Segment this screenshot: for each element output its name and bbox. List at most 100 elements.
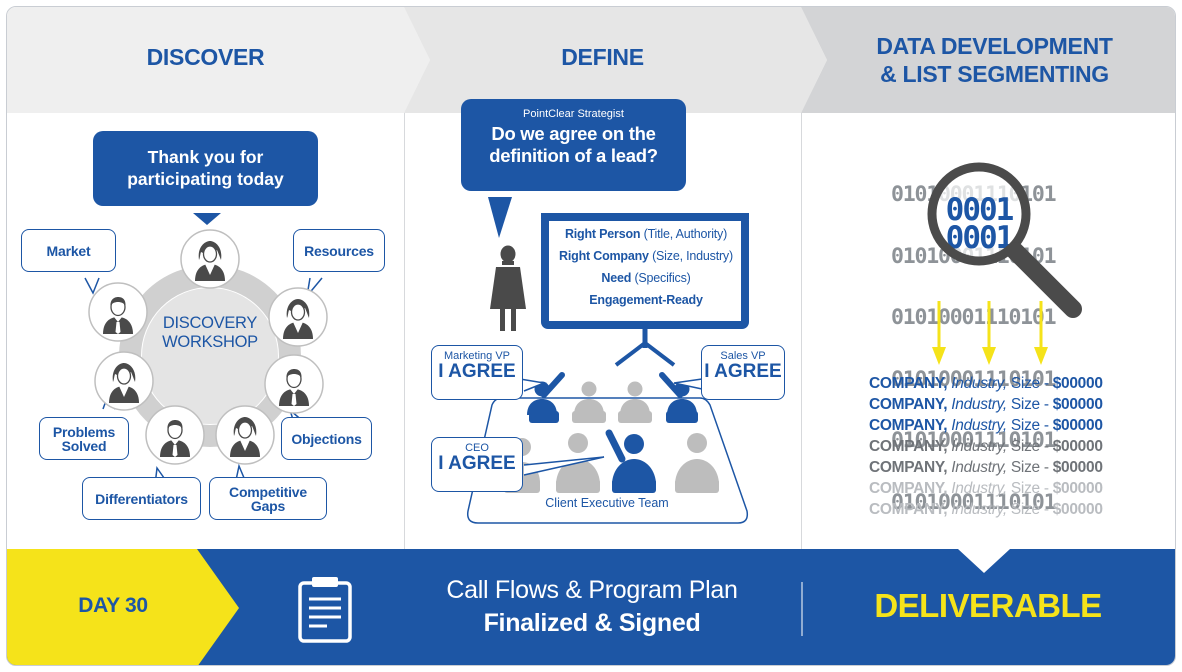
criteria-right-person: Right Person (Title, Authority)	[564, 227, 728, 241]
discovery-workshop-graphic	[84, 213, 328, 486]
segment-industry: Industry,	[947, 417, 1007, 434]
binary-line: 01010001110101	[891, 489, 1057, 515]
binary-line: 01010001110101	[891, 305, 1057, 330]
phase-title-define: DEFINE	[561, 44, 644, 70]
define-header-band	[404, 7, 801, 113]
segment-sep: -	[1039, 417, 1053, 434]
ceo-statement: I AGREE	[438, 453, 516, 474]
definition-meeting-graphic	[466, 197, 749, 524]
question-callout-tail	[488, 197, 512, 238]
segment-value: $00000	[1052, 501, 1103, 518]
arrow-down-icon	[982, 301, 996, 365]
segment-size: Size	[1006, 375, 1040, 392]
segment-industry: Industry,	[947, 459, 1007, 476]
segment-size: Size	[1006, 438, 1040, 455]
segment-sep: -	[1039, 459, 1053, 476]
segment-sep: -	[1039, 438, 1053, 455]
ceo-agree-box: CEO I AGREE	[431, 437, 523, 492]
agree-tail	[523, 456, 605, 476]
company-segment-row: COMPANY, Industry, Size - $00000	[869, 417, 1103, 435]
day-30-label: DAY 30	[78, 594, 148, 617]
segment-value: $00000	[1052, 417, 1103, 434]
strategist-icon	[490, 245, 526, 331]
callout-line1: Thank you for	[147, 147, 264, 167]
segment-value: $00000	[1052, 438, 1103, 455]
segment-value: $00000	[1052, 375, 1103, 392]
svg-text:0001: 0001	[946, 192, 1014, 228]
segment-company: COMPANY,	[869, 501, 948, 518]
ceo-role: CEO	[465, 442, 489, 454]
avatar-female	[180, 229, 240, 289]
avatar-female	[215, 405, 275, 465]
phase-header-bands	[7, 7, 1175, 113]
question-line1: Do we agree on the	[491, 123, 656, 144]
phase-title-discover: DISCOVER	[146, 44, 265, 70]
deliverable-label: DELIVERABLE	[874, 587, 1102, 624]
day-badge-shape	[7, 549, 239, 665]
marketing-vp-statement: I AGREE	[438, 361, 516, 382]
center-line1: DISCOVERY	[162, 314, 258, 332]
column-divider	[801, 113, 802, 549]
segment-size: Size	[1006, 480, 1040, 497]
agree-tail	[519, 378, 547, 392]
segment-company: COMPANY,	[869, 438, 948, 455]
company-segment-row: COMPANY, Industry, Size - $00000	[869, 501, 1103, 519]
strategist-question-callout: PointClear Strategist Do we agree on the…	[461, 99, 686, 191]
front-row-seat	[675, 433, 719, 485]
segment-sep: -	[1039, 480, 1053, 497]
segment-company: COMPANY,	[869, 417, 948, 434]
avatar-male	[145, 405, 205, 465]
footer-line1: Call Flows & Program Plan	[446, 576, 738, 604]
segment-size: Size	[1006, 417, 1040, 434]
segment-company: COMPANY,	[869, 396, 948, 413]
avatar-female	[268, 287, 328, 347]
phase-title-data-line1: DATA DEVELOPMENT	[876, 33, 1113, 59]
company-segment-row: COMPANY, Industry, Size - $00000	[869, 459, 1103, 477]
segment-value: $00000	[1052, 480, 1103, 497]
phase-title-data-line2: & LIST SEGMENTING	[880, 61, 1109, 87]
strategist-label: PointClear Strategist	[523, 108, 624, 120]
arrow-down-icon	[1034, 301, 1048, 365]
bubble-competitive-line1: Competitive	[229, 483, 307, 500]
callout-line2: participating today	[127, 169, 284, 189]
deliverable-pointer-notch	[958, 549, 1010, 573]
avatar-male	[88, 282, 148, 342]
agree-tail	[673, 378, 703, 390]
raised-hand	[541, 372, 565, 398]
raised-hand	[659, 372, 683, 398]
bubble-competitive-line2: Gaps	[250, 497, 286, 514]
segment-value: $00000	[1052, 396, 1103, 413]
segment-sep: -	[1039, 396, 1053, 413]
segment-industry: Industry,	[947, 396, 1007, 413]
document-checklist-icon	[298, 577, 352, 643]
bubble-market: Market	[21, 229, 116, 272]
segment-industry: Industry,	[947, 375, 1007, 392]
workflow-infographic: DISCOVER DEFINE DATA DEVELOPMENT & LIST …	[6, 6, 1176, 666]
segment-value: $00000	[1052, 459, 1103, 476]
avatar-male	[264, 354, 324, 414]
marketing-vp-agree-box: Marketing VP I AGREE	[431, 345, 523, 400]
bubble-tail	[84, 277, 100, 295]
sales-vp-role: Sales VP	[720, 350, 766, 362]
segment-size: Size	[1006, 501, 1040, 518]
client-executive-team-label: Client Executive Team	[545, 496, 669, 510]
bubble-objections: Objections	[281, 417, 372, 460]
bubble-competitive-gaps: Competitive Gaps	[209, 477, 327, 520]
binary-line: 01010001110101	[891, 428, 1057, 453]
arrow-down-icon	[932, 301, 946, 365]
front-row-ceo	[605, 429, 656, 485]
bubble-resources: Resources	[293, 229, 385, 272]
sales-vp-statement: I AGREE	[704, 361, 782, 382]
segment-sep: -	[1039, 501, 1053, 518]
center-line2: WORKSHOP	[162, 333, 258, 351]
discovery-workshop-label: DISCOVERY WORKSHOP	[135, 314, 285, 352]
bubble-problems-line2: Solved	[61, 437, 107, 454]
bubble-problems-line1: Problems	[52, 423, 116, 440]
criteria-need: Need (Specifics)	[601, 271, 691, 285]
segment-industry: Industry,	[947, 438, 1007, 455]
segment-size: Size	[1006, 459, 1040, 476]
footer-band	[7, 549, 1175, 665]
bubble-differentiators: Differentiators	[82, 477, 201, 520]
segment-industry: Industry,	[947, 501, 1007, 518]
callout-tail	[193, 213, 221, 225]
